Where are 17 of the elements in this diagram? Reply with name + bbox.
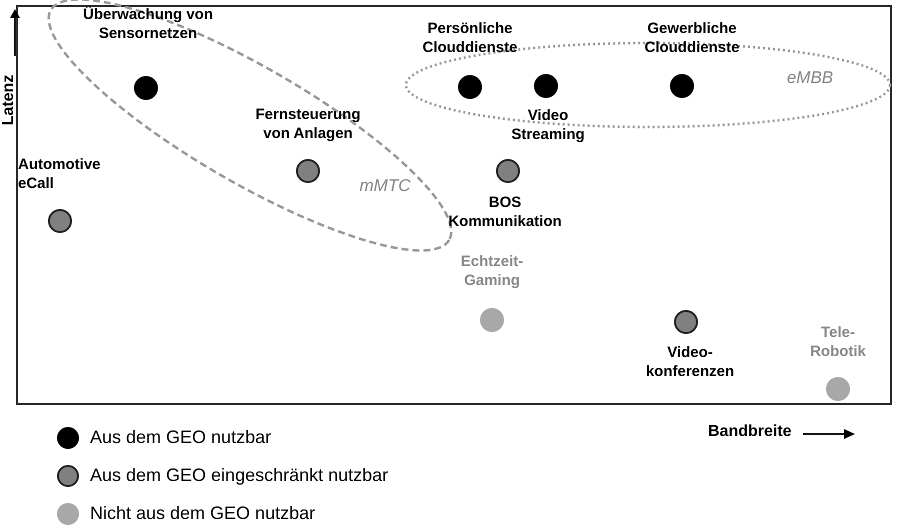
axis-label: Latenz xyxy=(0,74,18,128)
region-label: mMTC xyxy=(358,176,412,196)
region-label: eMBB xyxy=(786,68,834,88)
point-label: Überwachung von Sensornetzen xyxy=(83,5,213,43)
point-label: Video- konferenzen xyxy=(644,343,736,381)
axis-label: Bandbreite xyxy=(708,423,792,441)
point-label: Video Streaming xyxy=(510,106,586,144)
point-label: Tele- Robotik xyxy=(809,323,867,361)
legend-label: Nicht aus dem GEO nutzbar xyxy=(90,503,316,524)
point-label: Echtzeit- Gaming xyxy=(460,252,524,290)
legend-label: Aus dem GEO nutzbar xyxy=(90,427,272,448)
point-label: Fernsteuerung von Anlagen xyxy=(254,105,362,143)
point-label: Persönliche Clouddienste xyxy=(421,19,518,57)
point-label: BOS Kommunikation xyxy=(447,193,563,231)
point-label: Gewerbliche Clouddienste xyxy=(643,19,740,57)
legend-label: Aus dem GEO eingeschränkt nutzbar xyxy=(90,465,388,486)
point-label: Automotive eCall xyxy=(18,155,102,193)
